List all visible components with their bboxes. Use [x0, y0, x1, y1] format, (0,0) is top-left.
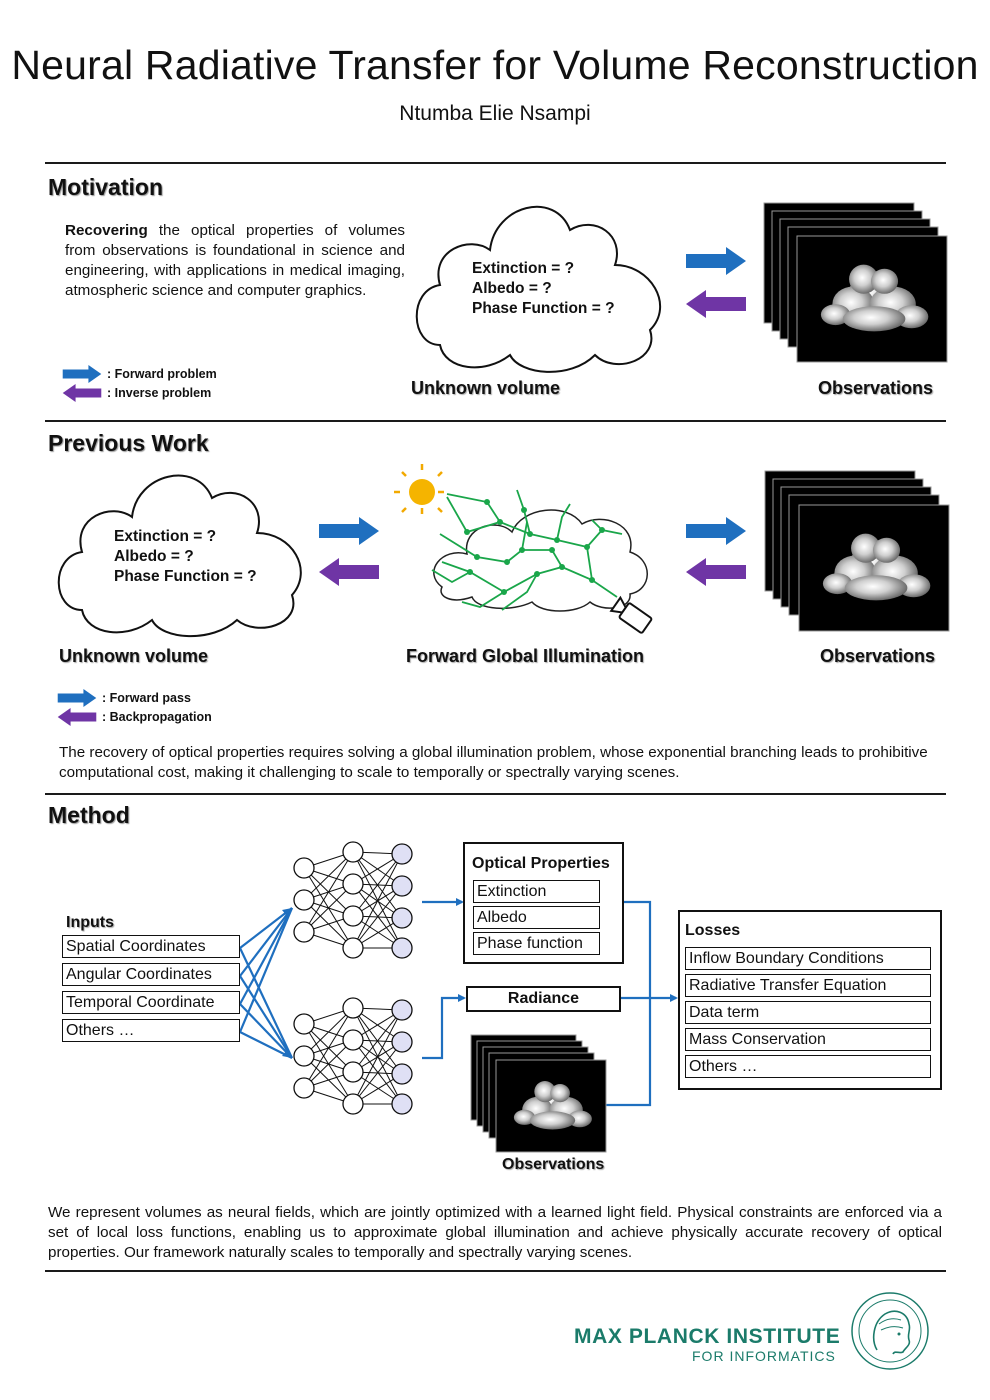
arrow-left-icon: [686, 290, 746, 318]
losses-box: Losses Inflow Boundary Conditions Radiat…: [678, 910, 942, 1090]
radiance-box: Radiance: [466, 986, 621, 1012]
divider: [45, 1270, 946, 1272]
arrow-left-icon: [686, 558, 746, 586]
label-forward-global-illumination: Forward Global Illumination: [406, 646, 645, 666]
cloud-extinction: Extinction = ?: [472, 260, 575, 277]
institute-sub: FOR INFORMATICS: [692, 1348, 836, 1364]
observations-stack: [470, 1034, 610, 1154]
input-others: Others …: [62, 1019, 240, 1042]
optical-albedo: Albedo: [473, 906, 600, 929]
previous-work-text: The recovery of optical properties requi…: [59, 744, 928, 781]
cloud-extinction: Extinction = ?: [114, 528, 217, 545]
inputs-list: Spatial Coordinates Angular Coordinates …: [62, 935, 240, 1042]
input-temporal: Temporal Coordinate: [62, 991, 240, 1014]
camera-icon: [609, 595, 653, 634]
arrow-right-icon: [686, 517, 746, 545]
method-observations-label: Observations: [502, 1156, 605, 1173]
losses-title: Losses: [685, 922, 741, 939]
global-illumination-graphic: [394, 464, 653, 634]
method-text: We represent volumes as neural fields, w…: [48, 1204, 942, 1261]
unknown-volume-cloud-icon: [57, 474, 302, 638]
loss-others: Others …: [685, 1055, 931, 1078]
arrow-right-icon: [52, 689, 102, 707]
optical-properties-box: Optical Properties Extinction Albedo Pha…: [463, 842, 624, 964]
arrow-left-icon: [319, 558, 379, 586]
arrow-right-icon: [686, 247, 746, 275]
legend-inverse-problem: : Inverse problem: [107, 385, 212, 400]
motivation-cloud-text: Extinction = ? Albedo = ? Phase Function…: [472, 259, 615, 319]
previous-cloud-text: Extinction = ? Albedo = ? Phase Function…: [114, 527, 257, 587]
loss-inflow-boundary: Inflow Boundary Conditions: [685, 947, 931, 970]
arrow-right-icon: [57, 365, 107, 383]
previous-legend: : Forward pass : Backpropagation: [52, 688, 212, 726]
poster-title: Neural Radiative Transfer for Volume Rec…: [11, 42, 979, 88]
minerva-logo-icon: [851, 1292, 929, 1370]
arrow-left-icon: [52, 708, 102, 726]
legend-backpropagation: : Backpropagation: [102, 709, 212, 724]
loss-rte: Radiative Transfer Equation: [685, 974, 931, 997]
input-spatial: Spatial Coordinates: [62, 935, 240, 958]
author-name: Ntumba Elie Nsampi: [399, 102, 591, 125]
previous-work-heading: Previous Work: [48, 430, 209, 456]
label-observations: Observations: [818, 378, 934, 398]
label-observations: Observations: [820, 646, 936, 666]
loss-data-term: Data term: [685, 1001, 931, 1024]
divider: [45, 420, 946, 422]
divider: [45, 162, 946, 164]
arrow-left-icon: [57, 384, 107, 402]
institute-name: MAX PLANCK INSTITUTE: [574, 1325, 841, 1348]
cloud-phase: Phase Function = ?: [114, 568, 257, 585]
unknown-volume-cloud-icon: [415, 205, 662, 373]
sun-icon: [394, 464, 444, 514]
observations-stack: [764, 470, 954, 635]
arrow-right-icon: [319, 517, 379, 545]
method-heading: Method: [48, 802, 130, 828]
motivation-text-rest: the optical properties of volumes from o…: [65, 222, 405, 299]
inputs-title: Inputs: [66, 914, 114, 931]
neural-network-nodes: [293, 841, 364, 1115]
motivation-text-bold: Recovering: [65, 222, 148, 239]
loss-mass-conservation: Mass Conservation: [685, 1028, 931, 1051]
motivation-text: Recovering the optical properties of vol…: [65, 221, 405, 301]
optical-extinction: Extinction: [473, 880, 600, 903]
cloud-phase: Phase Function = ?: [472, 300, 615, 317]
optical-phase-function: Phase function: [473, 932, 600, 955]
cloud-albedo: Albedo = ?: [472, 280, 552, 297]
motivation-heading: Motivation: [48, 174, 163, 200]
label-unknown-volume: Unknown volume: [411, 378, 561, 398]
legend-forward-problem: : Forward problem: [107, 366, 217, 381]
optical-properties-title: Optical Properties: [472, 855, 610, 872]
cloud-albedo: Albedo = ?: [114, 548, 194, 565]
input-angular: Angular Coordinates: [62, 963, 240, 986]
divider: [45, 793, 946, 795]
observations-stack: [763, 202, 953, 367]
legend-forward-pass: : Forward pass: [102, 690, 191, 705]
label-unknown-volume: Unknown volume: [59, 646, 209, 666]
radiance-label: Radiance: [507, 990, 580, 1007]
motivation-legend: : Forward problem : Inverse problem: [57, 364, 217, 402]
method-diagram-lines: [238, 841, 678, 1115]
